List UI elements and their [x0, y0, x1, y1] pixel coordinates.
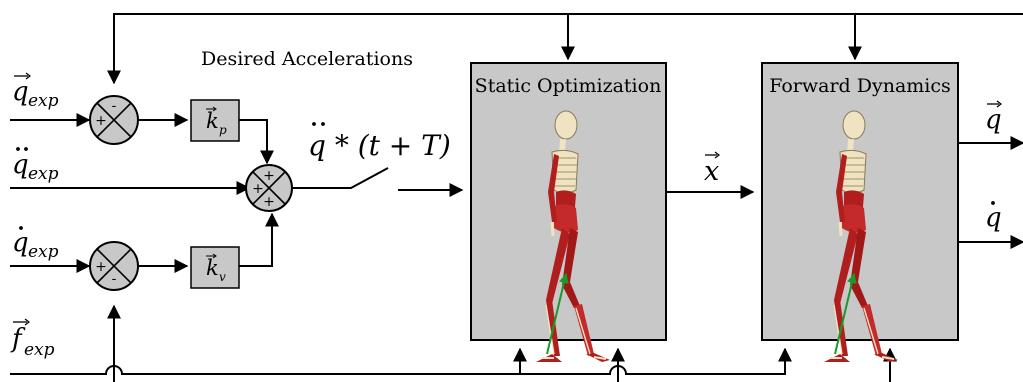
kp-base: k [206, 109, 219, 133]
forward-dynamics-block: Forward Dynamics [761, 62, 959, 362]
static-optimization-label: Static Optimization [475, 75, 662, 97]
feedback-wires-top [107, 13, 1023, 85]
wire-kp-to-sum [239, 119, 274, 165]
input-label-qd-exp: q exp [12, 226, 59, 262]
output-wires [958, 136, 1023, 249]
forward-dynamics-label: Forward Dynamics [769, 75, 951, 97]
gain-kv: k v [190, 246, 240, 289]
qdd-exp-sub: exp [28, 164, 59, 184]
signal-x-label: x [704, 151, 720, 187]
gain-kp: k p [190, 99, 240, 142]
walking-skeleton-figure [536, 110, 610, 362]
sum-node-top: - + [89, 95, 139, 145]
qd-exp-base: q [12, 228, 29, 258]
signal-x-text: x [704, 156, 719, 187]
static-optimization-block: Static Optimization [470, 62, 667, 362]
wire-kv-to-sum [239, 212, 279, 267]
sum-top-sign-2: + [95, 113, 107, 129]
output-q-text: q [985, 105, 1002, 135]
sum-node-bottom: + - [89, 241, 139, 291]
sum-node-middle: + + + [245, 164, 293, 212]
input-label-qdd-exp: q exp [12, 147, 59, 184]
switch-signal-text: q * (t + T) [308, 129, 451, 162]
input-label-q-exp: q exp [12, 72, 59, 111]
qdd-exp-base: q [12, 150, 29, 180]
output-label-q: q [985, 100, 1002, 135]
kv-sub: v [219, 270, 226, 284]
force-bus [10, 304, 897, 382]
switch-signal-label: q * (t + T) [308, 122, 451, 162]
sum-bot-sign-2: - [112, 271, 117, 287]
f-exp-sub: exp [24, 340, 55, 360]
output-qd-text: q [985, 203, 1002, 233]
kp-sub: p [219, 123, 227, 137]
qd-exp-sub: exp [28, 242, 59, 262]
q-exp-base: q [12, 77, 29, 107]
diagram-title: Desired Accelerations [201, 48, 413, 70]
input-wires [10, 113, 251, 273]
output-label-qd: q [985, 201, 1002, 233]
kv-base: k [206, 256, 219, 280]
sum-mid-sign-3: + [263, 194, 275, 210]
walking-skeleton-figure [824, 110, 898, 362]
sum-mid-sign-2: + [252, 181, 264, 197]
sum-top-sign-1: - [112, 98, 117, 114]
sum-bot-sign-1: + [95, 259, 107, 275]
sum-mid-sign-1: + [263, 168, 275, 184]
input-label-f-exp: f exp [10, 318, 55, 360]
q-exp-sub: exp [28, 91, 59, 111]
switch [292, 167, 464, 197]
